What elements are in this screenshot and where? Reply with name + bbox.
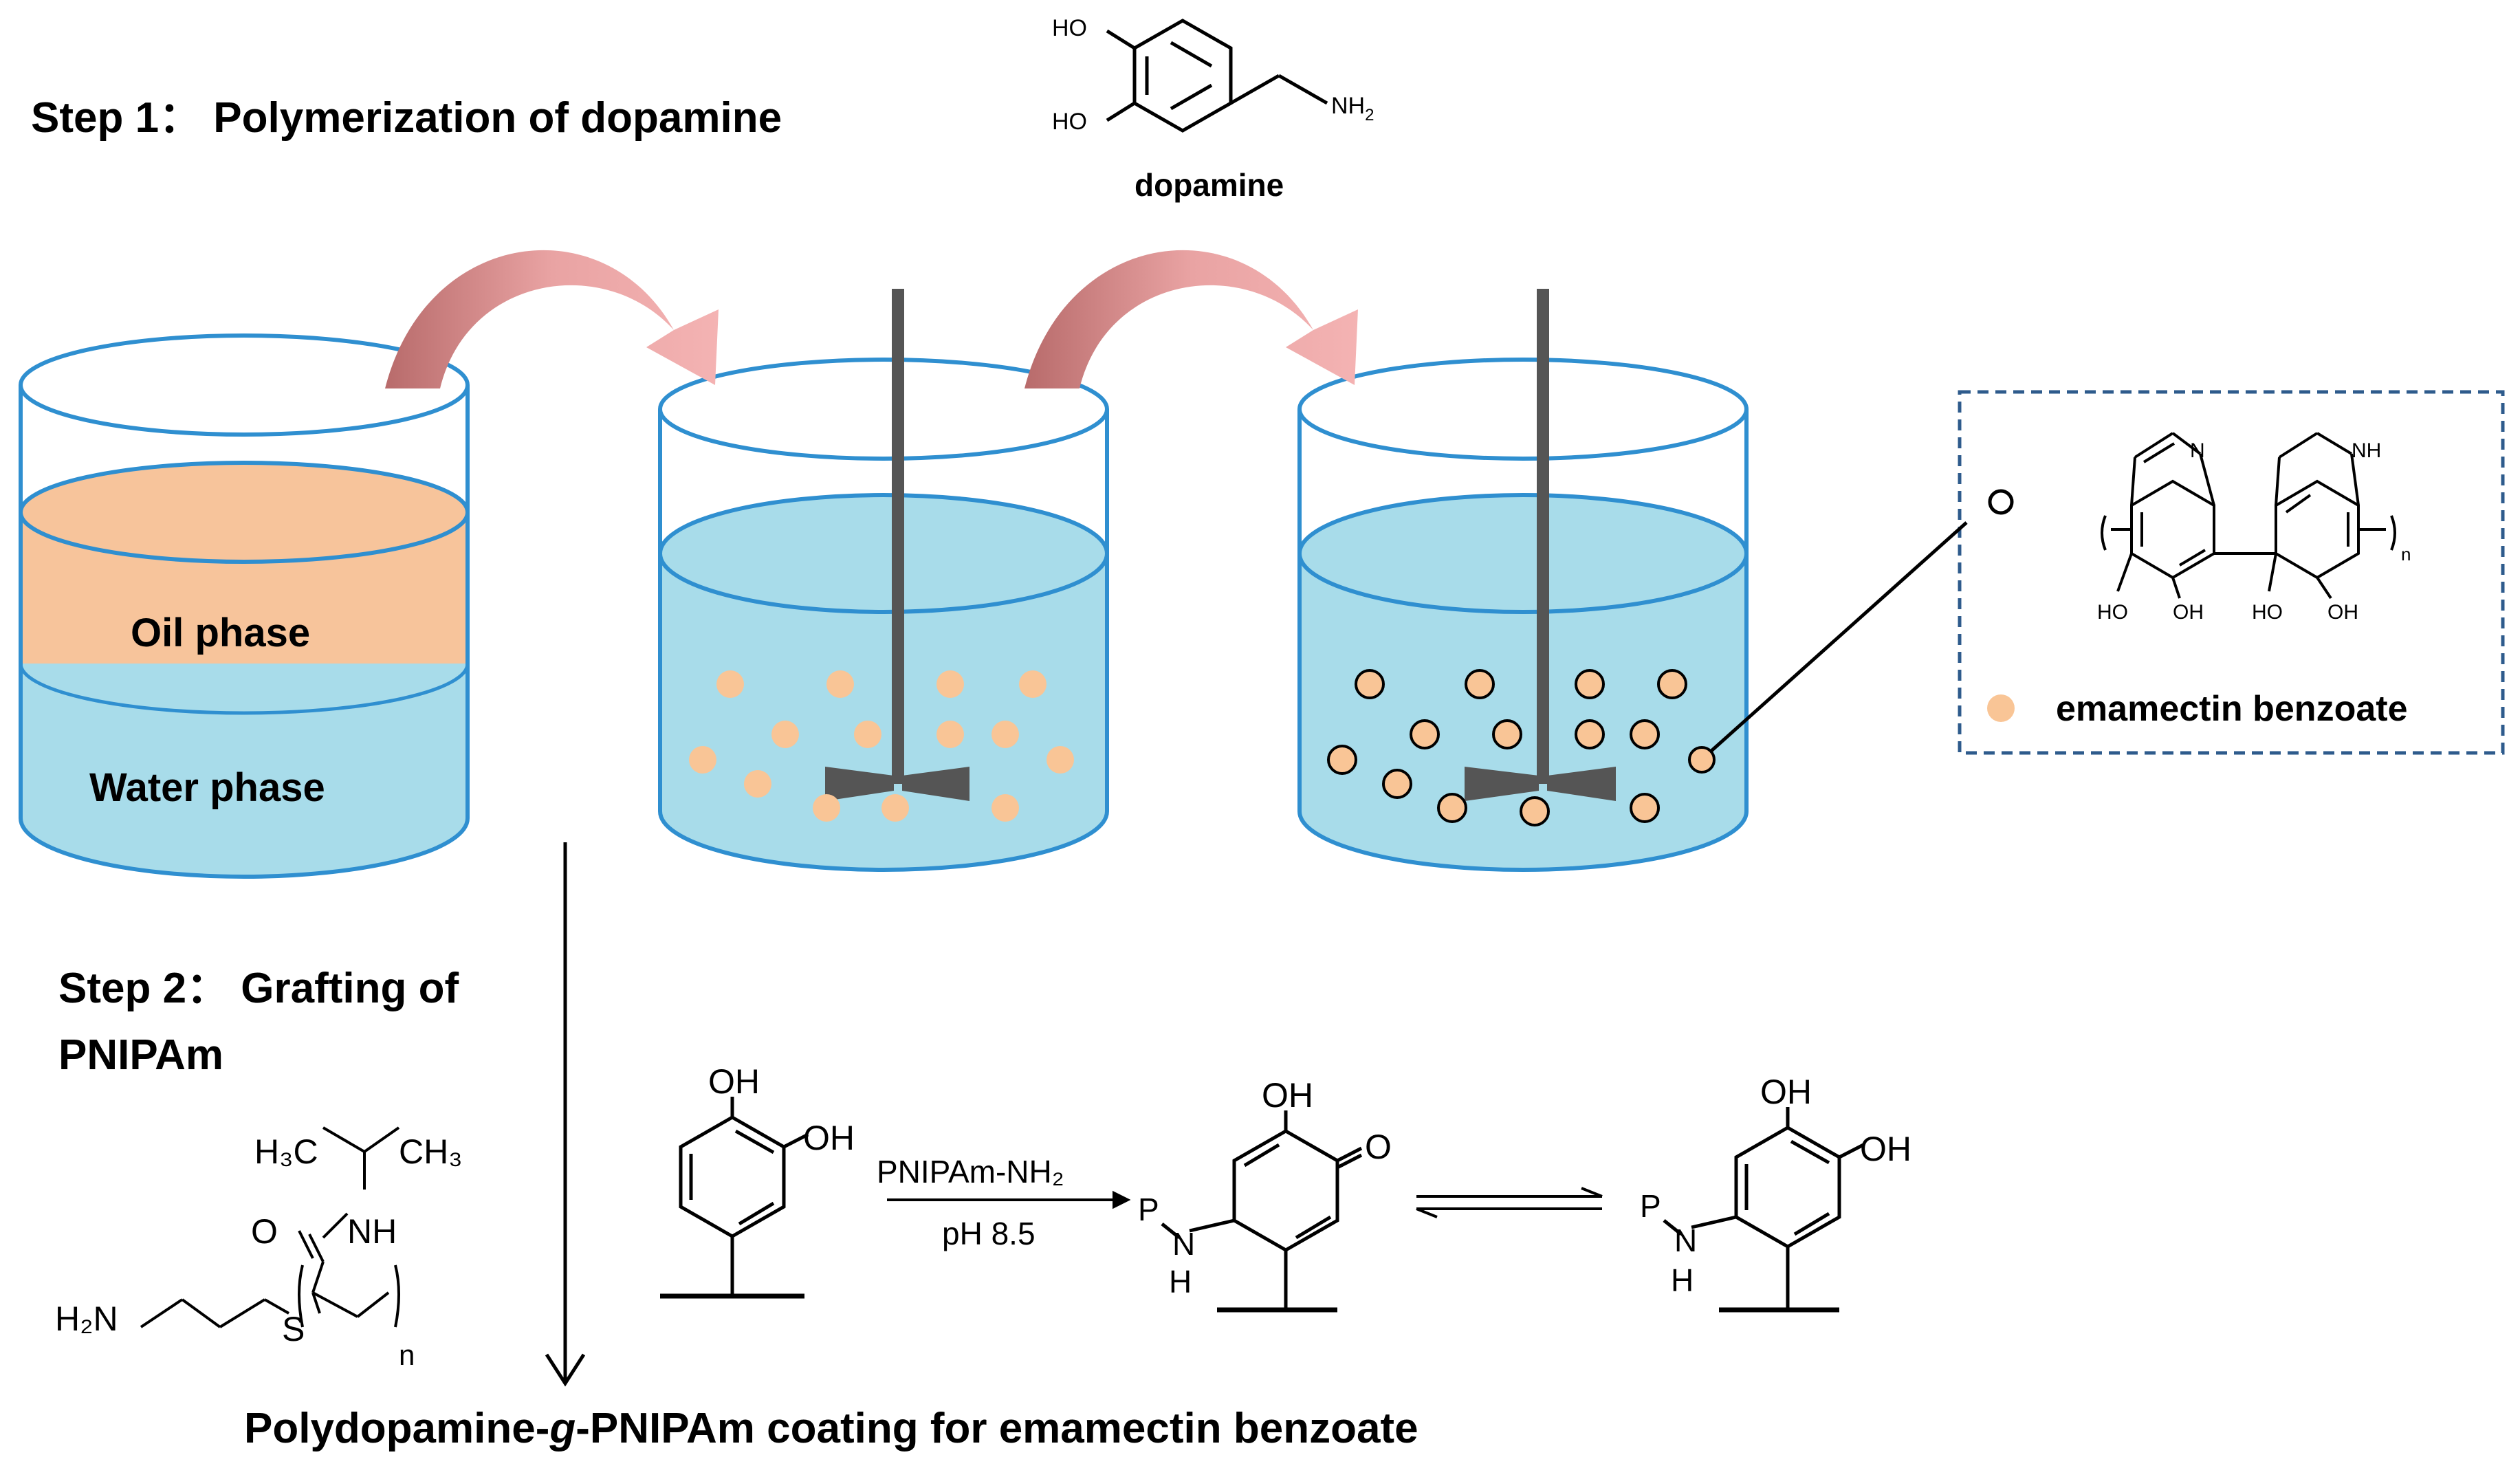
connector-line	[1704, 521, 1968, 758]
step2-title-line1: Step 2： Grafting of	[58, 965, 459, 1012]
dopamine-structure	[1106, 19, 1328, 133]
emamectin-particle	[1327, 745, 1357, 775]
step1-title: Step 1： Polymerization of dopamine	[31, 94, 782, 142]
pda-oh-4: OH	[2327, 601, 2358, 624]
catechol-product-structure	[1663, 1107, 1865, 1313]
pnipam-structure	[140, 1126, 400, 1328]
bottom-caption: Polydopamine-g-PNIPAm coating for emamec…	[244, 1405, 1418, 1452]
pnipam-s: S	[282, 1310, 305, 1348]
reaction-arrow	[887, 1190, 1131, 1209]
emamectin-particle	[936, 670, 964, 698]
curved-arrow-2	[1025, 250, 1358, 388]
particles-beaker-2	[689, 670, 1074, 822]
emamectin-particle	[1019, 670, 1047, 698]
stirrer-2	[825, 289, 969, 801]
particles-beaker-3	[1327, 669, 1687, 826]
curved-arrow-1	[385, 250, 719, 388]
emamectin-particle	[1657, 669, 1687, 699]
emamectin-particle	[1630, 793, 1660, 823]
emamectin-particle	[1355, 669, 1385, 699]
condition-label: pH 8.5	[942, 1216, 1036, 1251]
emamectin-particle	[1465, 669, 1495, 699]
emamectin-particle	[716, 670, 744, 698]
polydopamine-structure	[2101, 432, 2396, 600]
emamectin-particle	[991, 721, 1019, 748]
pda-oh-3: HO	[2252, 601, 2283, 624]
legend-emamectin-label: emamectin benzoate	[2056, 689, 2408, 729]
pnipam-nh: NH	[347, 1212, 397, 1251]
quinone-p: P	[1138, 1192, 1159, 1227]
dopamine-oh-bottom: HO	[1052, 109, 1087, 135]
emamectin-particle	[881, 794, 909, 822]
beaker-1	[19, 333, 470, 879]
catechol-oh-top: OH	[708, 1062, 760, 1101]
emamectin-particle	[744, 770, 771, 798]
pda-subscript-n: n	[2401, 544, 2411, 565]
legend-open-circle	[1988, 489, 2014, 515]
emamectin-particle	[813, 794, 840, 822]
emamectin-particle	[1382, 769, 1412, 799]
vertical-arrow	[545, 842, 586, 1387]
pda-nh-label: NH	[2352, 439, 2381, 462]
beaker-2	[658, 358, 1109, 872]
pda-n-label: N	[2190, 439, 2205, 462]
emamectin-particle	[1492, 719, 1522, 749]
pda-oh-1: HO	[2097, 601, 2128, 624]
dopamine-label: dopamine	[1135, 167, 1284, 203]
reagent-label: PNIPAm-NH₂	[877, 1154, 1064, 1190]
emamectin-particle	[991, 794, 1019, 822]
emamectin-particle	[1520, 796, 1550, 826]
pnipam-n: n	[399, 1339, 415, 1371]
emamectin-particle	[1410, 719, 1440, 749]
pda-oh-2: OH	[2173, 601, 2204, 624]
emamectin-particle	[1630, 719, 1660, 749]
product-oh-right: OH	[1860, 1130, 1911, 1168]
product-n: N	[1674, 1223, 1697, 1258]
product-p: P	[1640, 1188, 1661, 1224]
step2-title-line2: PNIPAm	[58, 1031, 223, 1079]
quinone-n: N	[1172, 1226, 1195, 1262]
emamectin-particle	[1575, 669, 1605, 699]
emamectin-particle	[936, 721, 964, 748]
pnipam-o: O	[251, 1212, 278, 1251]
equilibrium-arrows	[1416, 1187, 1603, 1218]
legend-box	[1958, 390, 2505, 755]
product-h: H	[1671, 1262, 1694, 1298]
dopamine-oh-top: HO	[1052, 15, 1087, 41]
emamectin-particle	[826, 670, 854, 698]
stirrer-3	[1465, 289, 1616, 801]
beaker-3	[1297, 358, 1749, 872]
dopamine-nh: NH2	[1331, 93, 1374, 124]
product-oh-top: OH	[1760, 1073, 1812, 1111]
quinone-oh: OH	[1262, 1076, 1313, 1115]
emamectin-particle	[854, 721, 881, 748]
catechol-oh-right: OH	[803, 1119, 855, 1157]
water-phase-label: Water phase	[89, 765, 325, 810]
legend-particle-swatch	[1987, 694, 2015, 722]
pnipam-h2n: H₂N	[55, 1300, 118, 1338]
emamectin-particle	[1575, 719, 1605, 749]
emamectin-particle	[1437, 793, 1467, 823]
catechol-structure	[660, 1097, 809, 1299]
quinone-h: H	[1169, 1264, 1192, 1300]
oil-phase-label: Oil phase	[131, 611, 310, 655]
quinone-product-structure	[1161, 1110, 1363, 1313]
emamectin-particle	[771, 721, 799, 748]
emamectin-particle	[689, 746, 716, 774]
highlight-particle	[1688, 746, 1716, 774]
pnipam-ch3: CH₃	[399, 1132, 463, 1171]
pnipam-h3c: H₃C	[254, 1132, 318, 1171]
quinone-o: O	[1365, 1128, 1392, 1166]
emamectin-particle	[1047, 746, 1074, 774]
